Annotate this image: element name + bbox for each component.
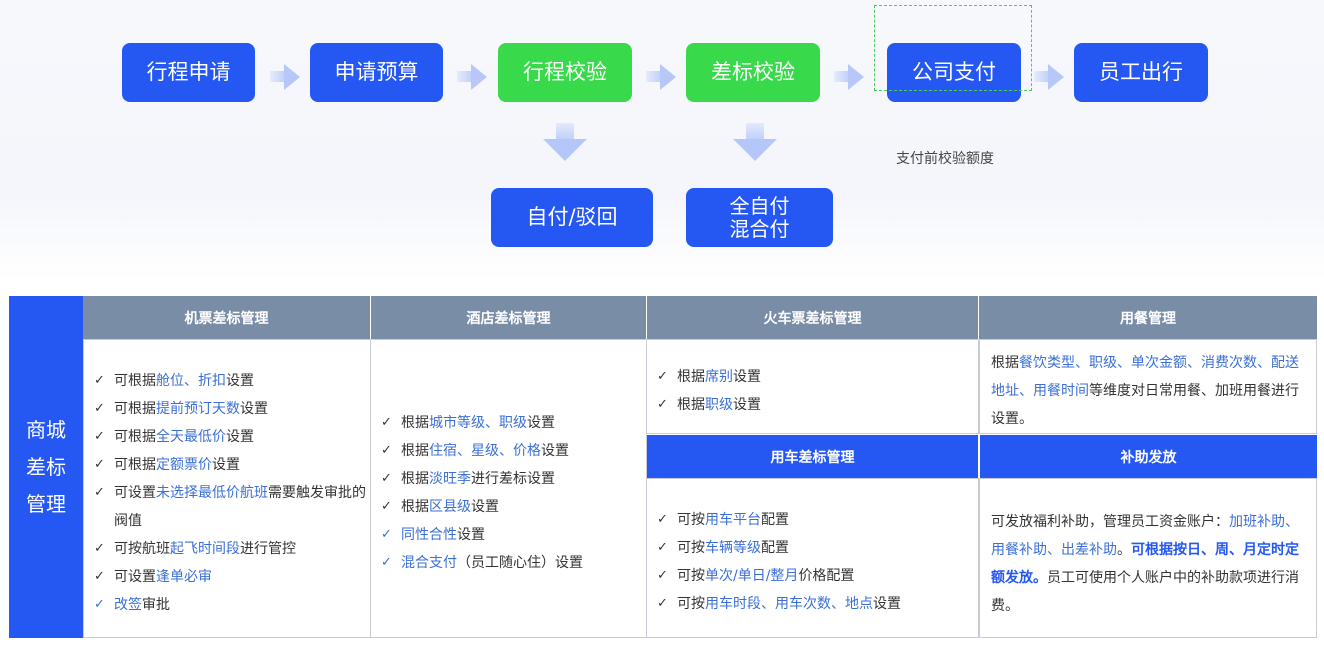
step-trip-verification: 行程校验 [498, 43, 632, 102]
side-label-line: 管理 [26, 491, 66, 516]
train-rule-item: 根据席别设置 [657, 363, 978, 391]
hotel-rule-item: 根据区县级设置 [381, 493, 646, 521]
train-title: 火车票差标管理 [763, 310, 862, 327]
step-label: 行程校验 [523, 60, 607, 84]
step-employee-travel: 员工出行 [1074, 43, 1208, 102]
meal-title: 用餐管理 [1120, 310, 1176, 327]
meal-header: 用餐管理 [979, 296, 1317, 339]
side-label-line: 差标 [26, 454, 66, 479]
step-trip-application: 行程申请 [122, 43, 255, 102]
step-label: 申请预算 [334, 60, 419, 84]
car-rule-item: 可按单次/单日/整月价格配置 [657, 562, 978, 590]
car-header: 用车差标管理 [647, 435, 978, 478]
standard-management-table: 商城 差标 管理 机票差标管理 可根据舱位、折扣设置可根据提前预订天数设置可根据… [9, 296, 1317, 638]
flight-rule-item: 可设置未选择最低价航班需要触发审批的阀值 [94, 479, 370, 535]
step-company-payment: 公司支付 [887, 43, 1021, 102]
car-body: 可按用车平台配置可按车辆等级配置可按单次/单日/整月价格配置可按用车时段、用车次… [646, 478, 979, 638]
flight-rule-item: 可设置逢单必审 [94, 563, 370, 591]
hotel-rule-item: 根据淡旺季进行差标设置 [381, 465, 646, 493]
subsidy-title: 补助发放 [1120, 449, 1177, 466]
flight-body: 可根据舱位、折扣设置可根据提前预订天数设置可根据全天最低价设置可根据定额票价设置… [83, 339, 371, 638]
side-label-line: 商城 [26, 417, 66, 442]
car-rule-item: 可按车辆等级配置 [657, 534, 978, 562]
hotel-rule-item: 根据城市等级、职级设置 [381, 409, 646, 437]
hotel-rules-list: 根据城市等级、职级设置根据住宿、星级、价格设置根据淡旺季进行差标设置根据区县级设… [381, 409, 646, 577]
flight-rule-item: 改签审批 [94, 591, 370, 619]
meal-text: 根据餐饮类型、职级、单次金额、消费次数、配送地址、用餐时间等维度对日常用餐、加班… [991, 355, 1299, 427]
subsidy-text: 可发放福利补助，管理员工资金账户：加班补助、用餐补助、出差补助。可根据按日、周、… [991, 514, 1299, 614]
step-label: 公司支付 [912, 60, 996, 84]
flight-header: 机票差标管理 [83, 296, 371, 339]
subsidy-body: 可发放福利补助，管理员工资金账户：加班补助、用餐补助、出差补助。可根据按日、周、… [979, 478, 1317, 638]
branch-self-pay-reject: 自付/驳回 [491, 188, 653, 247]
flight-rules-list: 可根据舱位、折扣设置可根据提前预订天数设置可根据全天最低价设置可根据定额票价设置… [94, 367, 370, 619]
hotel-header: 酒店差标管理 [371, 296, 647, 339]
hotel-rule-item: 同性合性设置 [381, 521, 646, 549]
flight-rule-item: 可根据全天最低价设置 [94, 423, 370, 451]
hotel-rule-item: 根据住宿、星级、价格设置 [381, 437, 646, 465]
branch-full-mixed-pay: 全自付 混合付 [686, 188, 833, 247]
flight-title: 机票差标管理 [184, 310, 269, 327]
train-header: 火车票差标管理 [647, 296, 979, 339]
train-body: 根据席别设置根据职级设置 [646, 339, 979, 434]
flight-rule-item: 可根据定额票价设置 [94, 451, 370, 479]
flight-rule-item: 可按航班起飞时间段进行管控 [94, 535, 370, 563]
branch-label: 自付/驳回 [526, 205, 618, 229]
hotel-rule-item: 混合支付（员工随心住）设置 [381, 549, 646, 577]
step-label: 员工出行 [1099, 60, 1183, 84]
car-title: 用车差标管理 [770, 449, 855, 466]
train-rule-item: 根据职级设置 [657, 391, 978, 419]
step-standard-verification: 差标校验 [686, 43, 820, 102]
hotel-title: 酒店差标管理 [466, 310, 551, 327]
car-rule-item: 可按用车时段、用车次数、地点设置 [657, 590, 978, 618]
meal-body: 根据餐饮类型、职级、单次金额、消费次数、配送地址、用餐时间等维度对日常用餐、加班… [979, 339, 1317, 434]
payment-note: 支付前校验额度 [896, 151, 994, 167]
flow-background [0, 0, 1324, 280]
step-label: 差标校验 [711, 60, 795, 84]
hotel-body: 根据城市等级、职级设置根据住宿、星级、价格设置根据淡旺季进行差标设置根据区县级设… [370, 339, 647, 638]
branch-label-line2: 混合付 [729, 216, 790, 241]
subsidy-header: 补助发放 [980, 435, 1317, 478]
flight-rule-item: 可根据舱位、折扣设置 [94, 367, 370, 395]
car-rules-list: 可按用车平台配置可按车辆等级配置可按单次/单日/整月价格配置可按用车时段、用车次… [657, 506, 978, 618]
branch-label-line1: 全自付 [729, 193, 790, 218]
car-rule-item: 可按用车平台配置 [657, 506, 978, 534]
payment-highlight-frame [874, 5, 1032, 91]
side-label: 商城 差标 管理 [9, 296, 83, 638]
step-budget-application: 申请预算 [310, 43, 443, 102]
step-label: 行程申请 [146, 60, 231, 84]
train-rules-list: 根据席别设置根据职级设置 [657, 363, 978, 419]
flight-rule-item: 可根据提前预订天数设置 [94, 395, 370, 423]
